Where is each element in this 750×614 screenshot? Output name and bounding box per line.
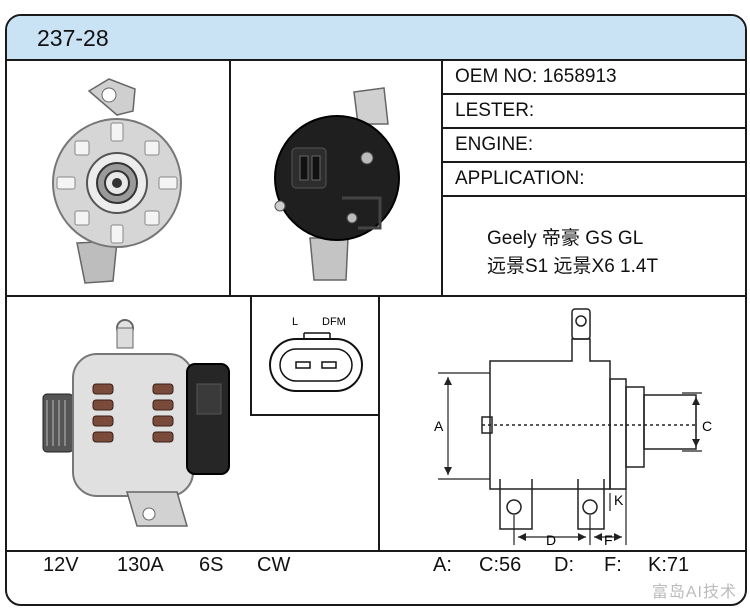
dimension-label-f: F bbox=[604, 532, 613, 548]
product-card: 237-28 OEM NO: 1658913 LESTER: ENGINE: A… bbox=[5, 14, 747, 606]
spec-amperage: 130A bbox=[117, 554, 164, 576]
divider-v-bottom bbox=[378, 295, 380, 552]
divider-h-middle bbox=[7, 295, 745, 297]
dimension-label-c: C bbox=[702, 418, 712, 434]
info-row-line-2 bbox=[441, 127, 745, 129]
spec-rotation: CW bbox=[257, 554, 291, 576]
lester-field: LESTER: bbox=[455, 100, 535, 121]
alternator-rear-photo bbox=[274, 87, 400, 281]
spec-dim-d: D: bbox=[554, 554, 574, 576]
connector-label-dfm: DFM bbox=[322, 316, 346, 328]
dimension-label-a: A bbox=[434, 418, 444, 434]
spec-dim-f: F: bbox=[604, 554, 622, 576]
spec-dim-a: A: bbox=[433, 554, 452, 576]
spec-dim-k: K:71 bbox=[648, 554, 690, 576]
part-number-title: 237-28 bbox=[37, 25, 109, 51]
application-line-2: 远景S1 远景X6 1.4T bbox=[487, 256, 659, 277]
connector-box-bottom bbox=[250, 414, 380, 416]
application-field: APPLICATION: bbox=[455, 168, 585, 189]
dimension-label-d: D bbox=[546, 532, 556, 548]
spec-dim-c: C:56 bbox=[479, 554, 522, 576]
connector-box-left bbox=[250, 295, 252, 416]
connector-label-l: L bbox=[292, 316, 298, 328]
dimension-label-k: K bbox=[614, 492, 624, 508]
info-row-line-1 bbox=[441, 93, 745, 95]
connector-diagram: L DFM bbox=[269, 316, 363, 392]
watermark: 富岛AI技术 bbox=[651, 584, 737, 601]
divider-v-top-1 bbox=[229, 59, 231, 297]
divider-h-bottom bbox=[7, 550, 745, 552]
alternator-side-photo bbox=[42, 319, 230, 527]
info-row-line-4 bbox=[441, 195, 745, 197]
info-row-line-3 bbox=[441, 161, 745, 163]
dimension-drawing: A C D F K bbox=[434, 308, 712, 548]
oem-number: OEM NO: 1658913 bbox=[455, 66, 617, 87]
application-line-1: Geely 帝豪 GS GL bbox=[487, 228, 644, 249]
alternator-front-photo bbox=[52, 78, 182, 284]
header-bar: 237-28 bbox=[7, 16, 745, 61]
spec-voltage: 12V bbox=[43, 554, 79, 576]
spec-pulley: 6S bbox=[199, 554, 224, 576]
divider-v-top-2 bbox=[441, 59, 443, 297]
engine-field: ENGINE: bbox=[455, 134, 534, 155]
